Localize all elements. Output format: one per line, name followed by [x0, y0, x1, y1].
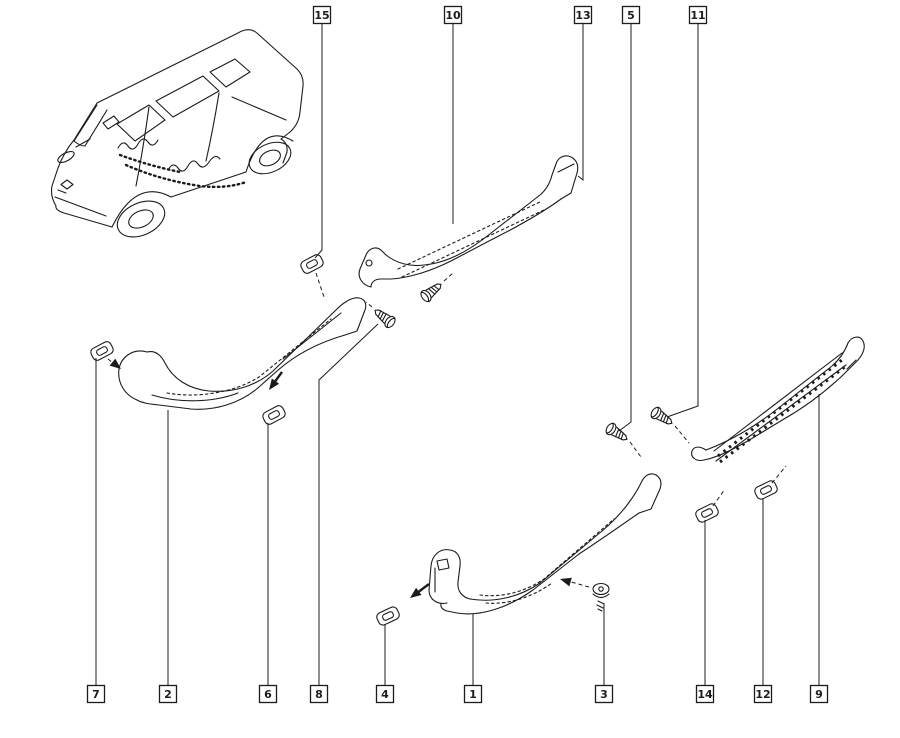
- brand-diamond: [60, 179, 74, 190]
- callout-label: 1: [469, 688, 477, 701]
- callout-label: 15: [314, 9, 329, 22]
- front-wheel: [116, 200, 166, 238]
- callout-5[interactable]: 5: [621, 5, 641, 25]
- leader-lines: [95, 24, 820, 685]
- callout-4[interactable]: 4: [375, 684, 395, 704]
- callout-box: [158, 684, 178, 704]
- clip-12: [752, 478, 780, 502]
- front-wheel-arch: [111, 191, 172, 228]
- callout-label: 12: [755, 688, 770, 701]
- leader-8: [318, 323, 379, 685]
- clip-15: [298, 252, 326, 276]
- vehicle-illustration: [50, 29, 304, 238]
- callout-label: 6: [264, 688, 272, 701]
- side-window-3: [209, 58, 251, 88]
- callout-box: [573, 5, 593, 25]
- windshield: [73, 104, 108, 147]
- part-step-sill-rear-right: [691, 336, 865, 464]
- callout-13[interactable]: 13: [573, 5, 593, 25]
- callout-label: 8: [315, 688, 323, 701]
- mirror: [102, 115, 120, 130]
- callout-11[interactable]: 11: [688, 5, 708, 25]
- callout-7[interactable]: 7: [86, 684, 106, 704]
- leader-11: [666, 24, 699, 418]
- screw-11-connector: [674, 425, 690, 444]
- side-window-2: [155, 75, 220, 118]
- screw-13-connector: [443, 272, 454, 282]
- part-sill-trim-rear-left: [428, 473, 662, 615]
- callout-label: 9: [815, 688, 823, 701]
- callout-box: [463, 684, 483, 704]
- rear-wheel: [248, 141, 292, 175]
- leader-13: [577, 24, 584, 182]
- callout-label: 4: [381, 688, 389, 701]
- sill-line: [170, 171, 247, 198]
- callout-9[interactable]: 9: [809, 684, 829, 704]
- flange-bracket: [436, 558, 450, 571]
- callout-15[interactable]: 15: [312, 5, 332, 25]
- leader-5: [618, 24, 632, 432]
- screw-8-connector: [365, 301, 373, 308]
- callout-box: [312, 5, 332, 25]
- callout-label: 13: [575, 9, 590, 22]
- callout-box: [86, 684, 106, 704]
- sill-highlight-squiggle-front: [117, 138, 159, 150]
- callout-3[interactable]: 3: [594, 684, 614, 704]
- callout-box: [594, 684, 614, 704]
- mounting-hole: [365, 259, 373, 267]
- callout-box: [621, 5, 641, 25]
- clip-15-connector: [315, 272, 325, 298]
- callout-label: 11: [690, 9, 705, 22]
- screw-13: [418, 278, 446, 305]
- front-bumper-line: [55, 205, 113, 228]
- callout-label: 2: [164, 688, 172, 701]
- clip-4: [374, 604, 402, 628]
- leader-15: [314, 24, 323, 259]
- sill-dotted-shading-1: [124, 163, 248, 189]
- callout-box: [753, 684, 773, 704]
- part-sill-trim-front-left: [118, 297, 367, 410]
- clip-12-connector: [771, 465, 787, 484]
- callout-8[interactable]: 8: [309, 684, 329, 704]
- callout-1[interactable]: 1: [463, 684, 483, 704]
- sill-highlight-squiggle-rear: [167, 156, 221, 172]
- door-seams: [135, 92, 287, 187]
- callout-box: [695, 684, 715, 704]
- callout-12[interactable]: 12: [753, 684, 773, 704]
- callout-box: [809, 684, 829, 704]
- callout-2[interactable]: 2: [158, 684, 178, 704]
- sill-dotted-shading-2: [118, 153, 182, 174]
- callout-box: [258, 684, 278, 704]
- callout-box: [375, 684, 395, 704]
- callout-14[interactable]: 14: [695, 684, 715, 704]
- screw-5-connector: [629, 441, 642, 458]
- callout-box: [688, 5, 708, 25]
- fastener-3: [592, 582, 610, 612]
- headlight: [57, 150, 75, 164]
- clip-14-connector: [712, 488, 726, 507]
- screw-11: [648, 404, 676, 430]
- callout-label: 14: [697, 688, 713, 701]
- screw-8: [370, 304, 398, 331]
- callout-box: [309, 684, 329, 704]
- part-sill-trim-front-right: [358, 155, 579, 288]
- clip-14: [693, 501, 721, 525]
- callout-10[interactable]: 10: [443, 5, 463, 25]
- clip-7: [88, 339, 116, 363]
- side-window-1: [116, 104, 166, 142]
- clip-6: [260, 403, 288, 427]
- fastener-3-arrow: [558, 574, 572, 587]
- callout-label: 10: [445, 9, 461, 22]
- callout-label: 7: [92, 688, 100, 701]
- callout-label: 5: [627, 9, 635, 22]
- tread-ribs-row-2: [719, 364, 847, 464]
- tread-ribs-row-1: [717, 358, 843, 458]
- callout-box: [443, 5, 463, 25]
- callout-label: 3: [600, 688, 608, 701]
- callout-6[interactable]: 6: [258, 684, 278, 704]
